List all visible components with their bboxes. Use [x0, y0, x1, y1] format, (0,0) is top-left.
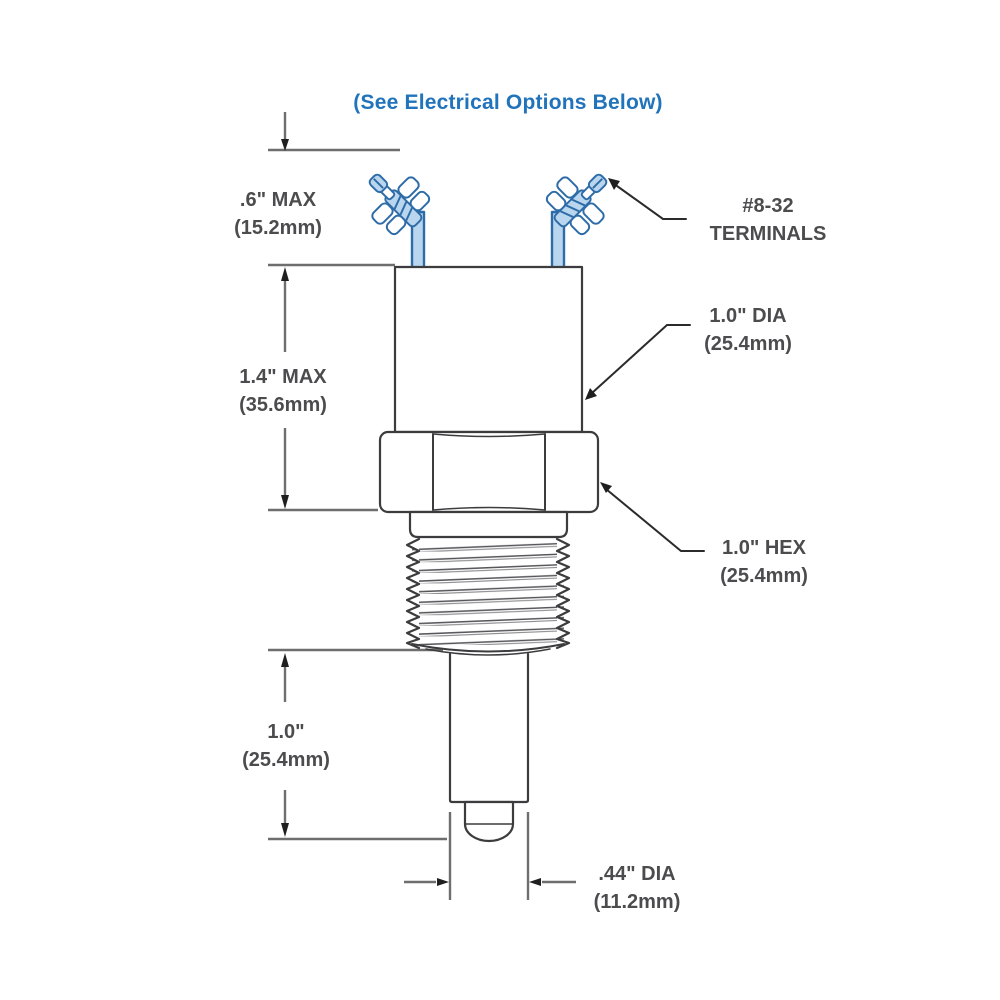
dim-value: 1.0" DIA: [709, 305, 787, 327]
arrow-down-icon: [281, 139, 289, 151]
dim-value: .44" DIA: [598, 863, 676, 885]
sensor-body-group: [378, 265, 600, 843]
dim-probe-length: 1.0" (25.4mm): [242, 718, 330, 774]
thread-bottom-rim-inner: [425, 648, 551, 656]
dim-metric: (25.4mm): [242, 749, 330, 771]
arrow-up-icon: [281, 267, 289, 281]
dim-metric: (25.4mm): [720, 565, 808, 587]
dim-body-height: 1.4" MAX (35.6mm): [239, 363, 327, 419]
dim-tip-diameter: .44" DIA (11.2mm): [594, 860, 681, 916]
thread-crests-right: [555, 537, 571, 650]
arrow-down-icon: [281, 823, 289, 837]
hex-nut: [378, 430, 600, 514]
terminals-group: [351, 156, 625, 270]
arrow-right-icon: [437, 878, 449, 886]
dimension-lines: [268, 112, 576, 900]
threaded-section: [405, 537, 571, 650]
terminal-screw-right: [536, 156, 625, 245]
dim-value: .6" MAX: [239, 189, 317, 211]
leader-terminals: [616, 185, 687, 220]
dim-metric: (35.6mm): [239, 394, 327, 416]
dim-value: 1.0" HEX: [722, 537, 806, 559]
hex-bottom-chamfer: [432, 506, 546, 511]
dim-metric: (11.2mm): [593, 891, 681, 913]
probe-stem: [448, 652, 530, 804]
thread-bottom-rim-outer: [411, 643, 565, 653]
terminal-screw-left: [351, 156, 440, 245]
thread-collar: [408, 510, 569, 539]
label-terminals: #8-32 TERMINALS: [710, 192, 827, 248]
dim-body-diameter: 1.0" DIA (25.4mm): [704, 302, 792, 358]
dim-metric: (25.4mm): [704, 333, 792, 355]
dim-metric: (15.2mm): [234, 217, 322, 239]
label-line1: #8-32: [742, 195, 794, 217]
dim-hex-size: 1.0" HEX (25.4mm): [720, 534, 808, 590]
arrow-up-left-icon: [600, 482, 612, 493]
thread-crests-left: [405, 537, 421, 650]
arrow-left-icon: [529, 878, 541, 886]
dim-value: 1.0": [267, 721, 305, 743]
dim-value: 1.4" MAX: [239, 366, 327, 388]
leader-lines: [585, 178, 705, 552]
leader-hex: [605, 488, 705, 552]
probe-tip: [463, 800, 515, 843]
arrow-up-left-icon: [608, 178, 620, 190]
arrow-down-icon: [281, 495, 289, 509]
hex-top-chamfer: [432, 433, 546, 438]
label-line2: TERMINALS: [709, 223, 827, 245]
electrical-options-note: (See Electrical Options Below): [353, 91, 663, 114]
sensor-housing: [393, 265, 584, 434]
arrow-up-icon: [281, 653, 289, 667]
dim-terminal-height: .6" MAX (15.2mm): [234, 186, 322, 242]
leader-body-diameter: [591, 324, 691, 394]
arrow-down-left-icon: [585, 388, 597, 400]
